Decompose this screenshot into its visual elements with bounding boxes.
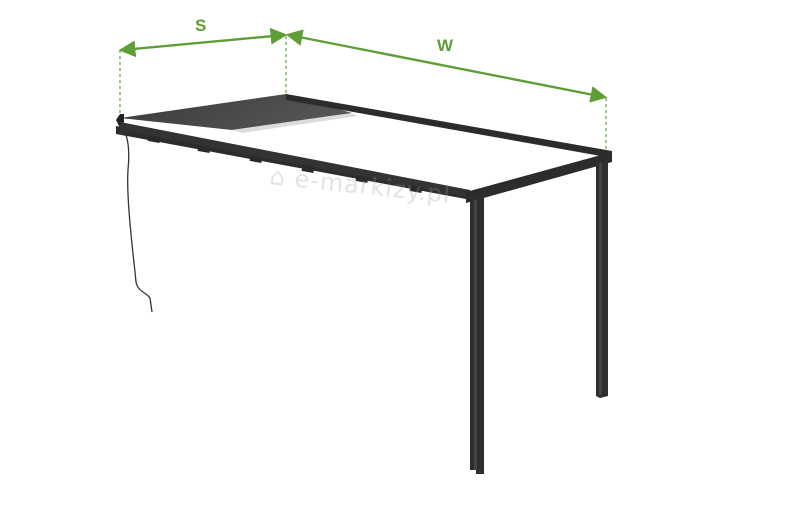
front-beam: [466, 152, 612, 203]
awning-canopy: [120, 94, 352, 130]
bracket: [301, 165, 315, 173]
dimension-s-label: S: [195, 16, 207, 35]
awning-fabric: [232, 113, 358, 133]
post-rear-shade: [599, 163, 602, 395]
front-rail: [120, 122, 470, 198]
bracket: [355, 175, 369, 183]
side-rail-rear: [286, 94, 612, 158]
dimension-w-arrow: [285, 29, 608, 103]
extension-lines: [119, 36, 607, 150]
bracket: [249, 155, 263, 163]
dimension-w-label: W: [437, 36, 454, 55]
crank-mount: [120, 128, 128, 134]
crank-handle: [123, 129, 153, 313]
brackets: [147, 135, 423, 193]
post-front-shade: [474, 200, 477, 470]
bracket: [147, 135, 161, 143]
bracket: [409, 185, 423, 193]
dimension-s-arrow: [118, 27, 288, 58]
house-logo-icon: ⌂: [268, 162, 288, 192]
bracket: [197, 145, 211, 153]
